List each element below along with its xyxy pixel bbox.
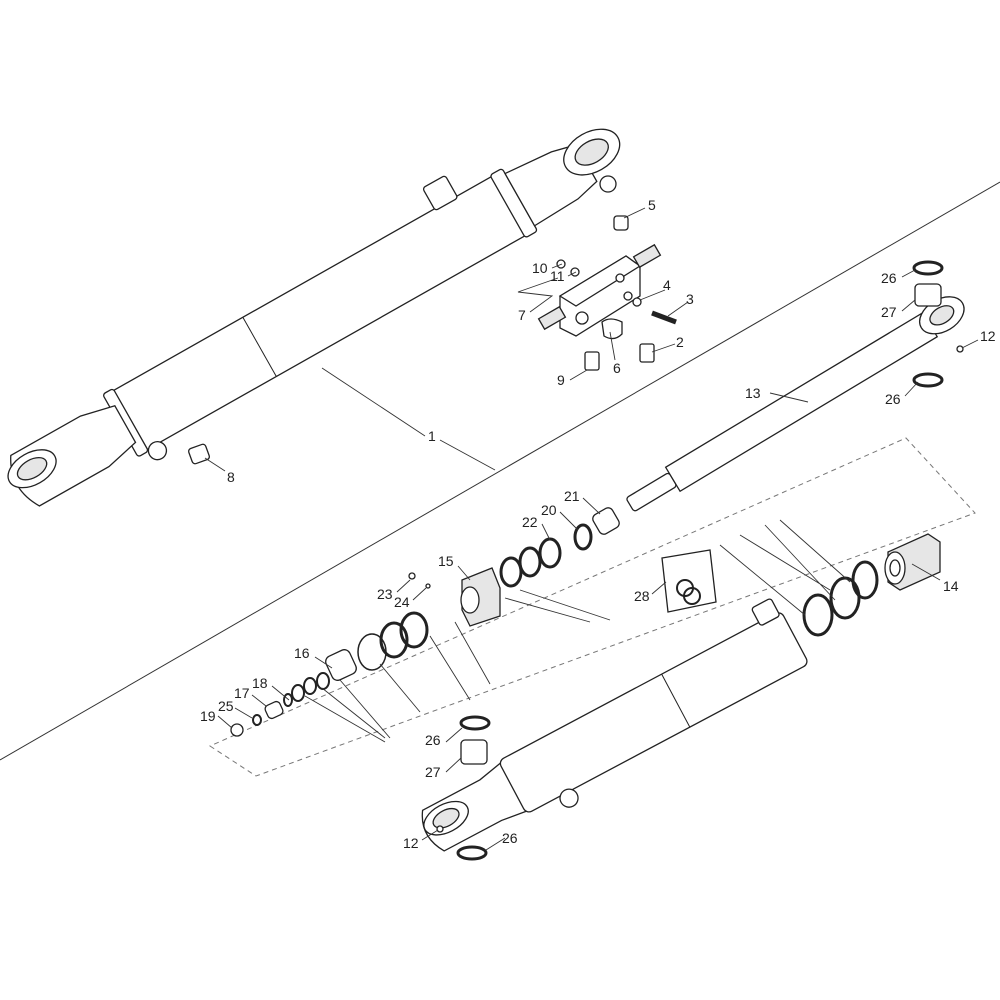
bushing-27-bottom [460,739,488,765]
callout-16: 16 [294,645,310,661]
callout-labels: 1 2 3 4 5 6 7 8 9 10 11 12 13 14 15 16 1… [200,197,996,851]
callout-20: 20 [541,502,557,518]
lower-cylinder-barrel [421,598,808,852]
cylinder-assembly [7,128,621,507]
washer-4 [632,297,642,307]
callout-27-lower: 27 [425,764,441,780]
callout-15: 15 [438,553,454,569]
callout-26-lower-bottom: 26 [502,830,518,846]
callout-12-lower: 12 [403,835,419,851]
callout-8: 8 [227,469,235,485]
leader-lines [204,207,979,851]
callout-13: 13 [745,385,761,401]
callout-19: 19 [200,708,216,724]
gland-14 [884,533,941,591]
callout-11: 11 [550,268,565,284]
callout-1: 1 [428,428,436,444]
fitting-8 [188,443,210,465]
bushing-16 [325,649,357,681]
plug-5 [613,215,629,231]
valve-block [537,243,662,340]
callout-22: 22 [522,514,538,530]
callout-5: 5 [648,197,656,213]
callout-18: 18 [252,675,268,691]
callout-26-lower-top: 26 [425,732,441,748]
piston-rod [626,296,965,512]
callout-10: 10 [532,260,548,276]
callout-2: 2 [676,334,684,350]
callout-23: 23 [377,586,393,602]
callout-4: 4 [663,277,671,293]
port-icon [599,175,617,193]
bushing-27-top [914,283,942,307]
callout-9: 9 [557,372,565,388]
callout-6: 6 [613,360,621,376]
callout-27-top: 27 [881,304,897,320]
callout-25: 25 [218,698,234,714]
screw-3 [651,310,677,325]
callout-26-rod-bottom: 26 [885,391,901,407]
callout-14: 14 [943,578,959,594]
callout-17: 17 [234,685,250,701]
callout-24: 24 [394,594,410,610]
callout-21: 21 [564,488,580,504]
callout-7: 7 [518,307,526,323]
seal-kit-bag-28 [661,549,717,613]
callout-12: 12 [980,328,996,344]
section-divider-line [0,181,1000,761]
seal-kit-dashed-box [208,437,976,777]
callout-3: 3 [686,291,694,307]
callout-28: 28 [634,588,650,604]
fitting-2 [639,343,655,363]
callout-26-top: 26 [881,270,897,286]
fitting-9 [584,351,600,371]
